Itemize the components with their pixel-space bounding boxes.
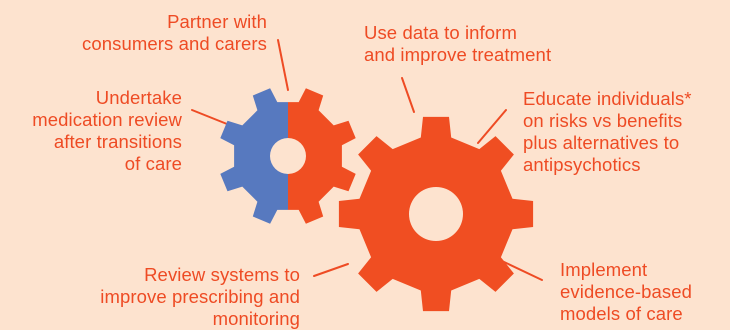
large-gear: [338, 116, 534, 312]
connector-implement: [501, 260, 543, 281]
connector-lines: [191, 39, 543, 281]
label-educate: Educate individuals* on risks vs benefit…: [523, 88, 692, 175]
label-implement: Implement evidence-based models of care: [560, 259, 693, 324]
connector-partner: [277, 39, 289, 91]
label-use-data: Use data to inform and improve treatment: [364, 22, 552, 65]
label-review: Review systems to improve prescribing an…: [100, 264, 300, 329]
small-gear-blue-half: [220, 88, 288, 224]
connector-use-data: [401, 77, 415, 113]
connector-educate: [477, 109, 507, 144]
small-gear: [220, 88, 356, 224]
label-undertake: Undertake medication review after transi…: [32, 87, 182, 174]
connector-undertake: [191, 109, 233, 127]
label-partner: Partner with consumers and carers: [81, 11, 267, 54]
connector-review: [313, 263, 349, 277]
small-gear-orange-half: [288, 88, 356, 224]
